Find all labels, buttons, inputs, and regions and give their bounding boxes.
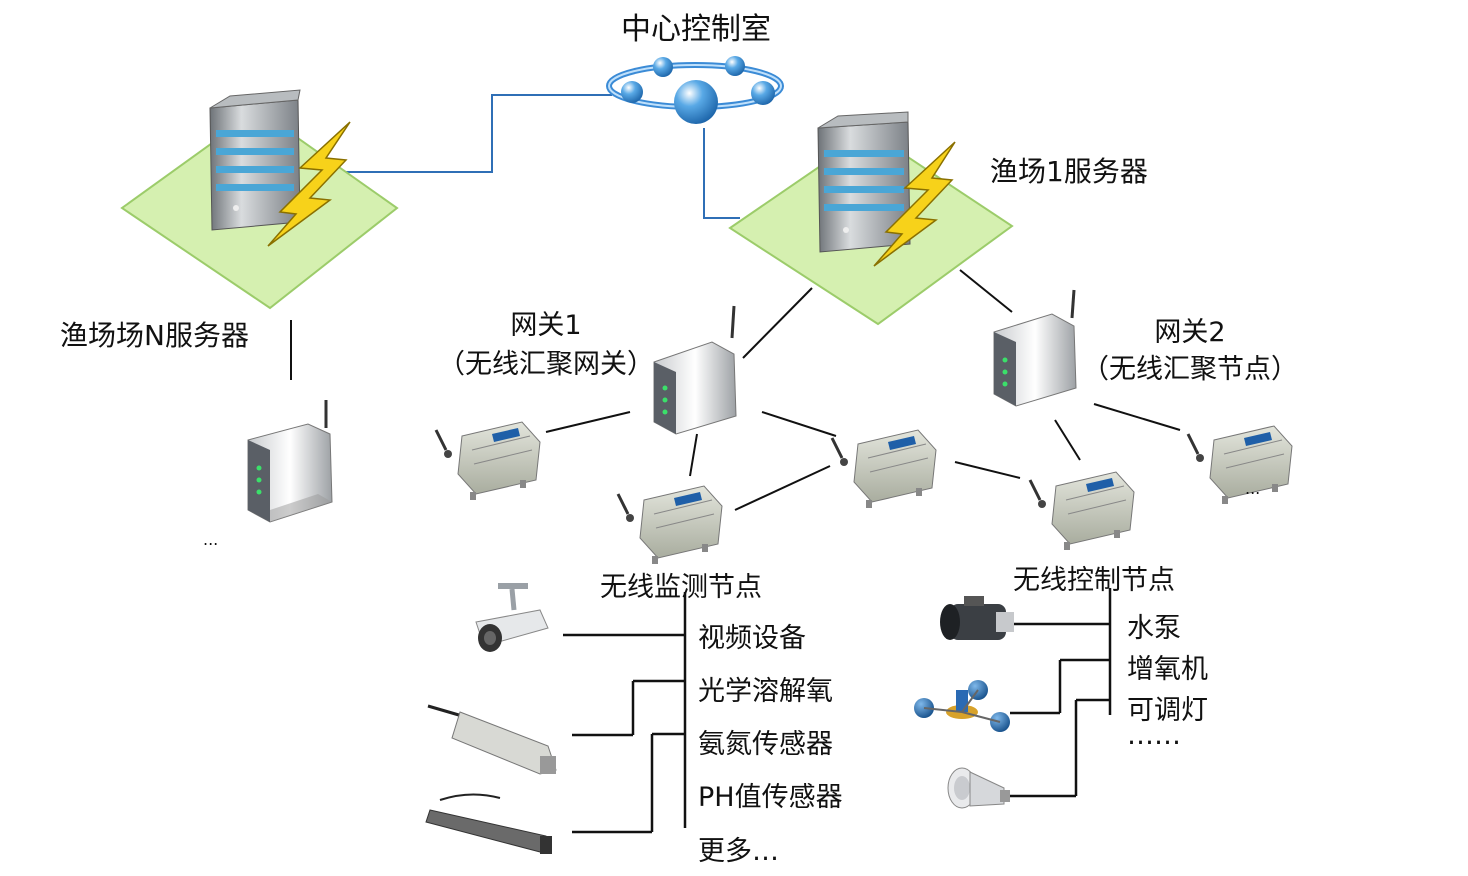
server-icon	[209, 89, 301, 231]
pump-icon	[940, 596, 1014, 640]
gateway2-router-icon	[993, 289, 1077, 407]
link-node-b-node-c	[734, 465, 831, 511]
sensor-node-icon	[434, 421, 541, 500]
monitor-device-item: 光学溶解氧	[698, 676, 833, 707]
lightning-icon	[267, 121, 351, 247]
monitor-device-item: 视频设备	[698, 623, 806, 654]
lightning-icon	[873, 141, 956, 267]
server-icon	[817, 111, 911, 253]
link-gw1-node-a	[545, 411, 631, 433]
control-device-item: 水泵	[1127, 613, 1181, 644]
farm1-server	[728, 111, 1014, 326]
ellipsis-right: ...	[1245, 479, 1261, 498]
control-device-item: ……	[1127, 720, 1181, 751]
farmN-server-label: 渔场场N服务器	[60, 319, 249, 352]
link-node-c-node-d	[954, 461, 1021, 479]
gateway1-desc-label: （无线汇聚网关）	[438, 349, 654, 380]
monitor-device-item: 氨氮传感器	[698, 729, 833, 760]
link-server1-gateway2	[959, 269, 1013, 313]
sensor-node-icon	[1028, 471, 1135, 550]
probe-icon	[425, 793, 552, 854]
control-node-title: 无线控制节点	[1013, 565, 1175, 596]
gateway2-desc-label: （无线汇聚节点）	[1082, 354, 1298, 385]
gateway1-name-label: 网关1	[510, 310, 582, 341]
control-bracket	[1008, 588, 1112, 798]
sensor-node-icon	[1186, 425, 1293, 504]
lamp-icon	[947, 767, 1010, 809]
link-gw1-node-c	[761, 411, 837, 437]
link-control-server1	[703, 128, 740, 219]
probe-icon	[427, 704, 557, 775]
link-gw2-node-d	[1054, 419, 1081, 461]
monitor-bracket	[563, 592, 687, 834]
gateway2-name-label: 网关2	[1154, 317, 1226, 348]
aerator-icon	[914, 680, 1010, 732]
ellipsis-left: ...	[203, 530, 219, 549]
sensor-node-icon	[616, 485, 723, 564]
control-device-item: 可调灯	[1127, 695, 1208, 726]
link-gw1-node-b	[689, 433, 698, 477]
farmN-server	[120, 89, 399, 310]
link-server1-gateway1	[742, 287, 813, 359]
router-icon	[247, 400, 333, 523]
monitor-device-item: PH值传感器	[698, 782, 843, 813]
link-gw2-node-e	[1093, 403, 1181, 431]
monitor-node-title: 无线监测节点	[600, 572, 762, 603]
network-ring-icon	[606, 56, 784, 124]
camera-icon	[475, 583, 549, 652]
wireless-links	[290, 269, 1181, 511]
sensor-node-icon	[830, 429, 937, 508]
links-to-control-room	[345, 94, 740, 219]
gateway1-router-icon	[653, 305, 737, 435]
farm1-server-label: 渔场1服务器	[990, 155, 1148, 188]
control-room-label: 中心控制室	[621, 12, 771, 47]
monitor-device-item: 更多…	[698, 836, 779, 867]
link-serverN-control	[345, 94, 612, 173]
control-device-item: 增氧机	[1127, 654, 1208, 685]
